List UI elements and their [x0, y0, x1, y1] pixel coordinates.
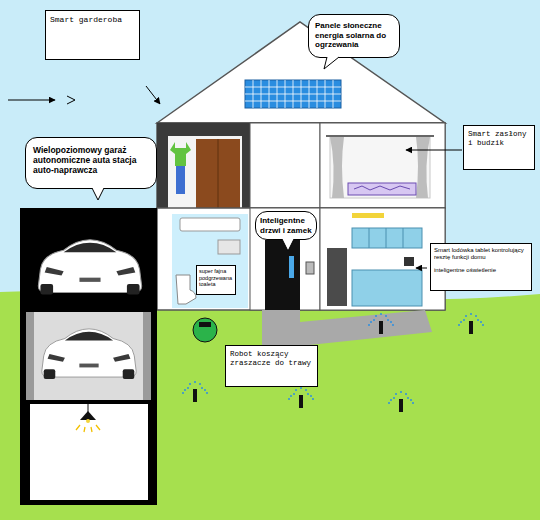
callout-text: Smart lodówka tablet kontrolujący resztę… — [434, 247, 528, 261]
robot-mower-body — [193, 318, 217, 342]
upper-cabinets — [352, 228, 422, 248]
cabinet-doors — [369, 228, 403, 248]
curtain-right — [416, 137, 430, 198]
trousers — [176, 166, 185, 194]
door-lock — [289, 256, 294, 278]
bubble-tail — [278, 239, 298, 253]
callout-text: Robot koszący zraszacze do trawy — [230, 350, 313, 368]
roof — [157, 22, 445, 123]
callout-box: Smart zasłony i budzik — [463, 125, 535, 170]
sprinkler — [288, 387, 314, 408]
robot-mower — [193, 318, 217, 342]
callout-text: Panele słoneczne energia solarna do ogrz… — [315, 21, 393, 50]
callout-box: Smart lodówka tablet kontrolujący resztę… — [430, 243, 532, 291]
bed — [348, 183, 416, 195]
car-lower — [42, 329, 136, 379]
leader-arrow — [416, 268, 427, 269]
lift-pillar — [26, 312, 34, 400]
solar-panel — [245, 80, 341, 108]
callout-text: Inteligentne drzwi i zamek — [260, 216, 312, 235]
callout-text: Smart zasłony i budzik — [468, 130, 530, 148]
upper-floor — [157, 123, 445, 208]
bubble-tail-outline — [92, 188, 104, 200]
bubble-tail-outline — [282, 239, 294, 251]
garden-path — [262, 310, 432, 346]
sprinkler — [368, 313, 394, 334]
callout-text: inteligentne oświetlenie — [434, 267, 528, 274]
bubble-tail — [88, 188, 108, 202]
door — [265, 240, 300, 310]
callout-text: Wielopoziomowy garaż autonomiczne auta s… — [33, 145, 149, 176]
lamp-cord — [88, 404, 89, 412]
lamp-bulb — [86, 419, 90, 423]
curtain-left — [330, 137, 344, 198]
bubble-tail — [323, 57, 343, 71]
bubble-tail-fill — [324, 57, 339, 69]
door-panel — [306, 262, 314, 274]
leader-arrow — [8, 100, 55, 101]
green-shirt — [170, 142, 191, 166]
garage — [20, 208, 157, 505]
callout-box: super fajna podgrzewana toaleta — [196, 265, 236, 295]
solar-panel-grid — [245, 80, 341, 108]
wardrobe-room-inside — [168, 136, 242, 208]
speech-bubble: Inteligentne drzwi i zamek — [255, 211, 317, 240]
wardrobe-door — [218, 139, 219, 208]
ceiling-light — [352, 213, 384, 218]
wardrobe — [196, 139, 240, 208]
mirror — [218, 240, 240, 254]
callout-text: Smart garderoba — [50, 15, 135, 25]
entrance — [250, 208, 320, 310]
garage-lift — [26, 312, 151, 400]
leader-arrow — [406, 150, 462, 151]
callout-text: super fajna podgrzewana toaleta — [199, 268, 233, 288]
grass — [0, 290, 540, 520]
sprinkler — [458, 313, 484, 334]
callout-box: Robot koszący zraszacze do trawy — [225, 345, 318, 387]
car-upper — [38, 240, 141, 295]
lower-cabinets — [352, 270, 422, 306]
window — [330, 136, 430, 198]
repair-station — [30, 404, 148, 500]
ground-floor — [157, 208, 445, 310]
bubble-tail-fill — [92, 188, 104, 200]
bedroom — [320, 123, 445, 208]
robot-mower-top — [199, 322, 211, 327]
speech-bubble: Panele słoneczne energia solarna do ogrz… — [308, 14, 400, 58]
leader-arrowhead — [67, 96, 75, 104]
lamp — [80, 411, 96, 420]
lamp-rays — [76, 425, 100, 432]
tablet — [404, 257, 414, 266]
leader-arrow — [146, 86, 160, 104]
bubble-tail-outline — [324, 57, 339, 69]
speech-bubble: Wielopoziomowy garaż autonomiczne auta s… — [25, 137, 157, 189]
wardrobe-room — [157, 123, 250, 208]
fridge — [327, 248, 347, 306]
air-conditioner — [180, 218, 240, 231]
solar-panel-body — [245, 80, 341, 108]
kitchen — [320, 208, 445, 310]
bathroom — [172, 214, 248, 308]
sprinkler — [182, 381, 208, 402]
bubble-tail-fill — [282, 239, 294, 251]
hall — [250, 123, 320, 208]
bed-pattern — [354, 186, 410, 190]
callout-box: Smart garderoba — [45, 10, 140, 60]
toilet — [176, 275, 196, 304]
curtain-rod — [326, 135, 434, 137]
lift-pillar — [143, 312, 151, 400]
sprinkler — [388, 391, 414, 412]
